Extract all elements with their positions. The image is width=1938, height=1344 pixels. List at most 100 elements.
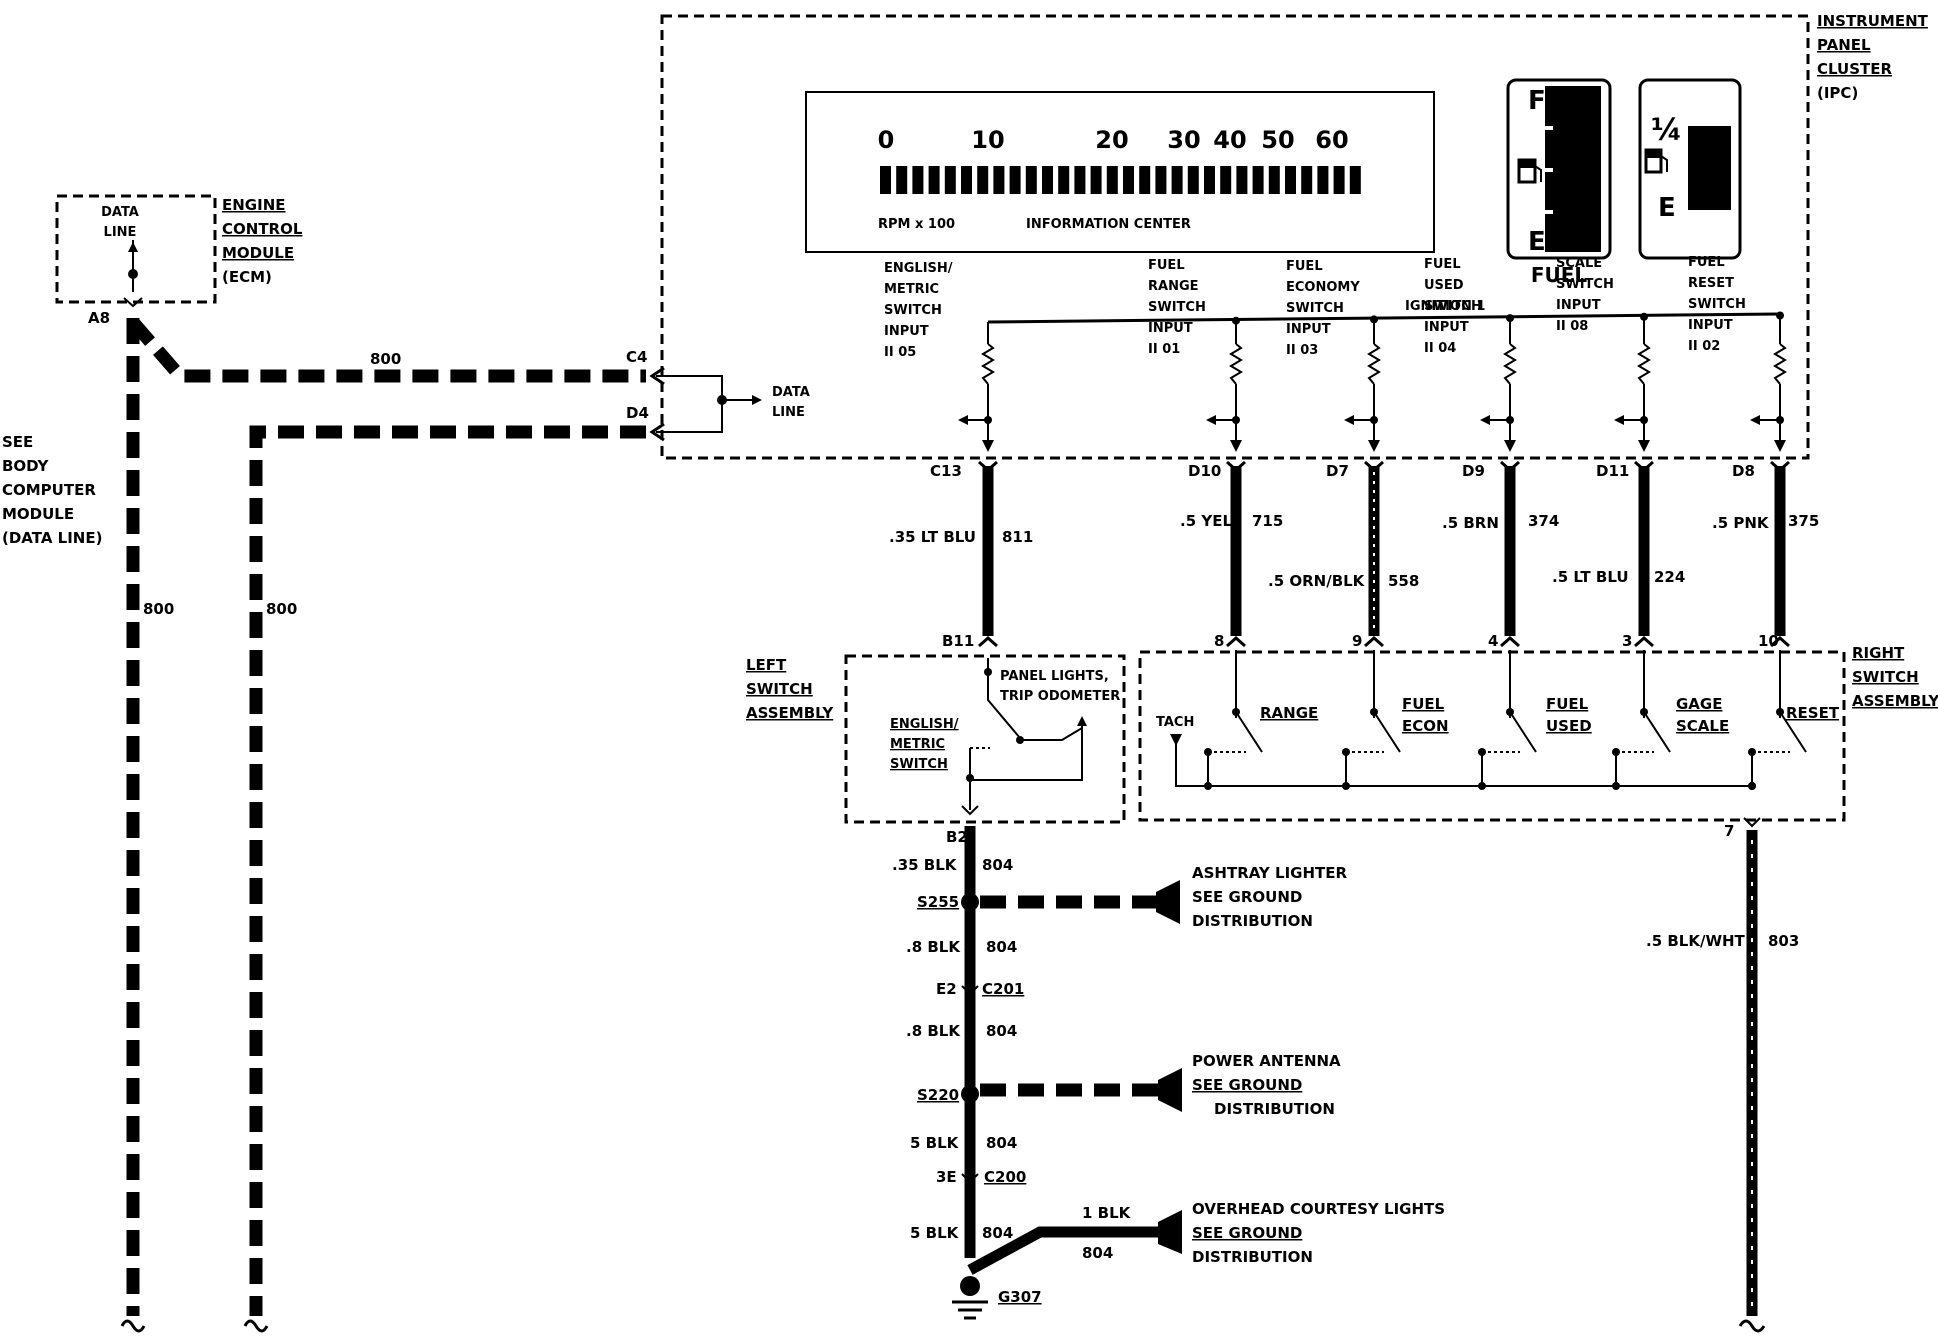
bcm-note-line: MODULE [2, 505, 74, 523]
wire-gauge-label: .5 LT BLU [1552, 568, 1629, 586]
switch-wire [969, 726, 1083, 790]
quarter-gauge-bar [1697, 126, 1731, 210]
rpm-bar-segment [1285, 166, 1296, 194]
switch-blade [1509, 711, 1537, 753]
connector-c201: C201 [982, 980, 1024, 998]
ipc-input-label: SWITCH [884, 303, 942, 318]
wire-circuit-label: 375 [1788, 512, 1819, 530]
ipc-input-label: INPUT [1148, 321, 1193, 336]
wire-804-circuit: 804 [982, 1224, 1013, 1242]
ground-arrow-icon [1156, 880, 1180, 924]
wire-circuit-label: 558 [1388, 572, 1419, 590]
ipc-input-label: ENGLISH/ [884, 261, 953, 276]
circuit-800-label: 800 [370, 350, 401, 368]
panel-lights-label: PANEL LIGHTS, [1000, 669, 1109, 684]
left-switch-title: LEFT [746, 656, 787, 674]
wire-break-icon [120, 1319, 146, 1333]
bcm-note-line: SEE [2, 433, 33, 451]
ecm-title: MODULE [222, 244, 294, 262]
panel-lights-label: TRIP ODOMETER [1000, 689, 1120, 704]
fuel-gauge-frame [1506, 78, 1612, 260]
wire-803-circuit: 803 [1768, 932, 1799, 950]
tach-label: TACH [1156, 715, 1194, 730]
rpm-bar-segment [1301, 166, 1313, 194]
rpm-bar-segment [1187, 166, 1199, 194]
rpm-bar-segment [928, 166, 940, 194]
ipc-box [660, 14, 1810, 460]
wire-804-circuit: 804 [986, 1134, 1017, 1152]
ecm-module: DATA LINE ENGINE CONTROL MODULE (ECM) A8 [55, 194, 303, 327]
wire-804-gauge: 5 BLK [910, 1134, 960, 1152]
ground-path: B2 .35 BLK 804 S255 ASHTRAY LIGHTER SEE … [892, 826, 1445, 1320]
ipc-input-label: ECONOMY [1286, 280, 1360, 295]
rpm-scale-number: 30 [1167, 126, 1200, 154]
wire-bottom-pin: B11 [942, 632, 974, 650]
arrow-left-icon [1750, 415, 1760, 425]
ipc-input-label: II 04 [1424, 341, 1456, 356]
wire-gauge-label: .5 YEL [1180, 512, 1232, 530]
resistor-icon [1773, 343, 1787, 385]
rpm-bargraph [880, 166, 1361, 194]
wire-800-ecm-to-c4 [128, 317, 646, 383]
wire-gauge-label: .35 LT BLU [889, 528, 976, 546]
ipc-input-label: INPUT [1688, 318, 1733, 333]
bcm-note-line: (DATA LINE) [2, 529, 102, 547]
rpm-bar-segment [1171, 166, 1183, 194]
rpm-scale-number: 40 [1213, 126, 1246, 154]
rpm-bar-segment [1252, 166, 1264, 194]
connector-icon [961, 1173, 979, 1184]
rpm-bar-segment [1009, 166, 1021, 194]
right-switch-output: 7 .5 BLK/WHT 803 [1646, 817, 1799, 1333]
wire-804-courtesy [967, 1226, 1162, 1275]
antenna-label: POWER ANTENNA [1192, 1052, 1341, 1070]
pin-d4: D4 [626, 404, 649, 422]
ignition-1-label: IGNITION 1 [1405, 299, 1485, 314]
right-switch-label: RANGE [1260, 704, 1318, 722]
right-switch-label: RESET [1786, 704, 1840, 722]
english-metric-switch-label: ENGLISH/ [890, 717, 959, 732]
arrow-down-icon [1230, 440, 1242, 452]
resistor-icon [981, 343, 995, 385]
ecm-data-line-label: DATA [101, 205, 139, 220]
wire-top-pin: D10 [1188, 462, 1221, 480]
rpm-bar-segment [1349, 166, 1361, 194]
switch-blade [1643, 711, 1671, 753]
wire-804-circuit: 804 [986, 938, 1017, 956]
splice-s255 [961, 893, 979, 911]
fuel-gauge-bar [1553, 86, 1601, 252]
wire-top-pin: D11 [1596, 462, 1629, 480]
pin-c4: C4 [626, 348, 647, 366]
ipc-input-label: SWITCH [1688, 297, 1746, 312]
resistor-icon [1637, 343, 1651, 385]
rpm-bar-segment [1155, 166, 1167, 194]
ipc-input-label: SWITCH [1424, 299, 1482, 314]
rpm-bar-segment [1074, 166, 1086, 194]
arrow-down-icon [1368, 440, 1380, 452]
ground-arrow-icon [1158, 1068, 1182, 1112]
connector-c200: C200 [984, 1168, 1026, 1186]
pin-3e: 3E [936, 1168, 957, 1186]
fuel-pump-icon [1644, 148, 1668, 174]
fuel-pump-icon [1517, 158, 1542, 184]
rpm-bar-segment [1236, 166, 1248, 194]
pin-b2: B2 [946, 828, 968, 846]
wire-804-gauge: .8 BLK [906, 938, 961, 956]
wire-top-pin: C13 [930, 462, 962, 480]
arrow-left-icon [958, 415, 968, 425]
resistor-icon [1229, 343, 1243, 385]
wire-803-gauge: .5 BLK/WHT [1646, 932, 1746, 950]
ipc-input-label: FUEL [1424, 257, 1461, 272]
ipc-input-label: SWITCH [1286, 301, 1344, 316]
switch-blade [1779, 711, 1807, 753]
ipc-input-label: INPUT [1424, 320, 1469, 335]
antenna-label: SEE GROUND [1192, 1076, 1302, 1094]
ipc-input-label: FUEL [1148, 258, 1185, 273]
